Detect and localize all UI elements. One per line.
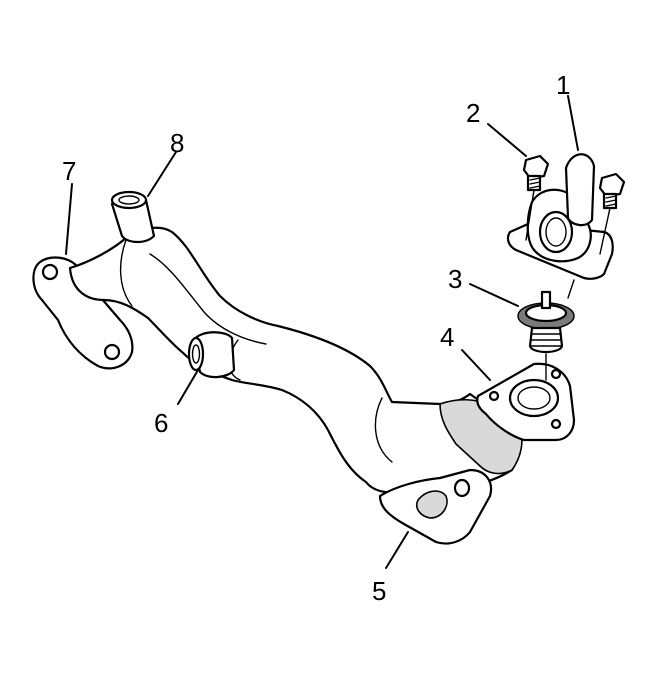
bolt-right <box>598 172 626 255</box>
lower-flange-bolt-hole <box>453 478 471 498</box>
leader-3 <box>469 283 519 307</box>
leader-1 <box>567 95 579 151</box>
upper-tube-8-opening <box>110 190 148 210</box>
coolant-pipe-assembly <box>32 190 576 545</box>
thermostat <box>517 290 575 381</box>
thermostat-housing-bore <box>508 378 560 418</box>
water-outlet-opening <box>538 210 574 254</box>
callout-2: 2 <box>466 98 480 128</box>
housing-bolt-hole-left <box>488 390 500 402</box>
leader-4 <box>461 349 491 381</box>
callout-8: 8 <box>170 128 184 158</box>
callout-labels: 1 2 3 4 5 6 7 8 <box>62 70 570 606</box>
bolt-left <box>522 154 550 241</box>
callout-5: 5 <box>372 576 386 606</box>
side-tube-6-opening <box>187 336 205 372</box>
callout-7: 7 <box>62 156 76 186</box>
leader-5 <box>385 531 409 569</box>
leader-2 <box>487 123 527 157</box>
callout-1: 1 <box>556 70 570 100</box>
housing-bolt-hole-bottom <box>550 418 562 430</box>
leader-6 <box>177 369 199 405</box>
housing-bolt-hole-right <box>550 368 562 380</box>
callout-6: 6 <box>154 408 168 438</box>
callout-4: 4 <box>440 322 454 352</box>
leader-8 <box>147 151 177 197</box>
left-flange-bolt-hole-bottom <box>103 343 121 361</box>
left-flange <box>32 256 134 370</box>
callout-3: 3 <box>448 264 462 294</box>
thermostat-pin <box>540 290 552 310</box>
left-flange-bolt-hole-top <box>41 263 59 281</box>
water-outlet-spout <box>564 153 596 227</box>
water-outlet <box>506 153 614 299</box>
side-tube-6 <box>192 331 236 379</box>
leader-lines <box>65 95 579 569</box>
leader-7 <box>65 183 73 255</box>
